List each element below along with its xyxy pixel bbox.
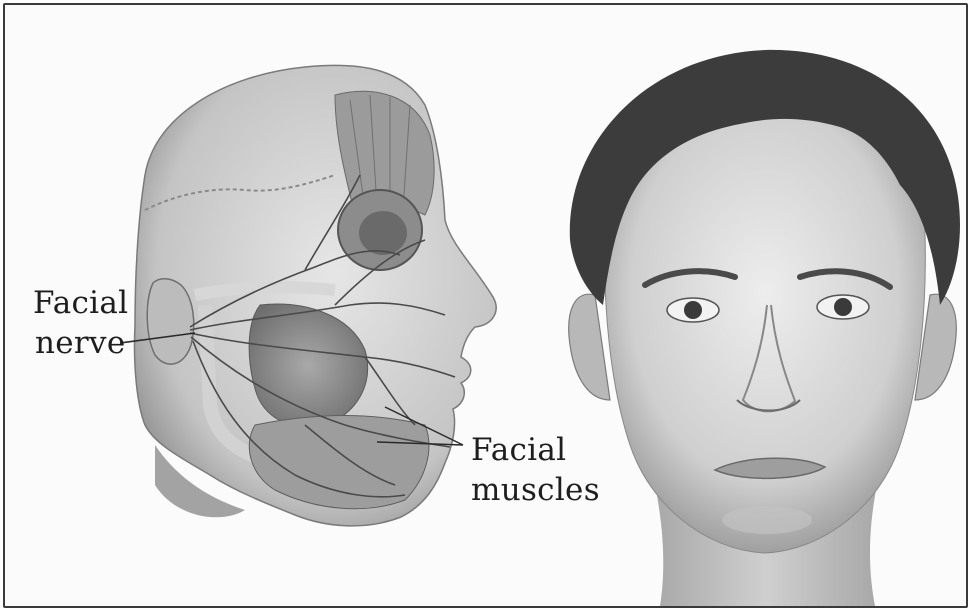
ear <box>147 279 194 364</box>
anatomical-profile <box>120 65 496 526</box>
illustration-svg <box>5 5 966 606</box>
facial-muscles-label-line1: Facial <box>471 432 566 468</box>
facial-nerve-label-line1: Facial <box>33 285 128 321</box>
frontal-face <box>569 50 960 606</box>
face-outline <box>605 105 926 553</box>
left-ear <box>569 294 610 400</box>
figure-frame: Facial nerve Facial muscles <box>3 3 968 608</box>
facial-nerve-label-line2: nerve <box>35 325 126 361</box>
facial-muscles-label-line2: muscles <box>471 472 600 508</box>
